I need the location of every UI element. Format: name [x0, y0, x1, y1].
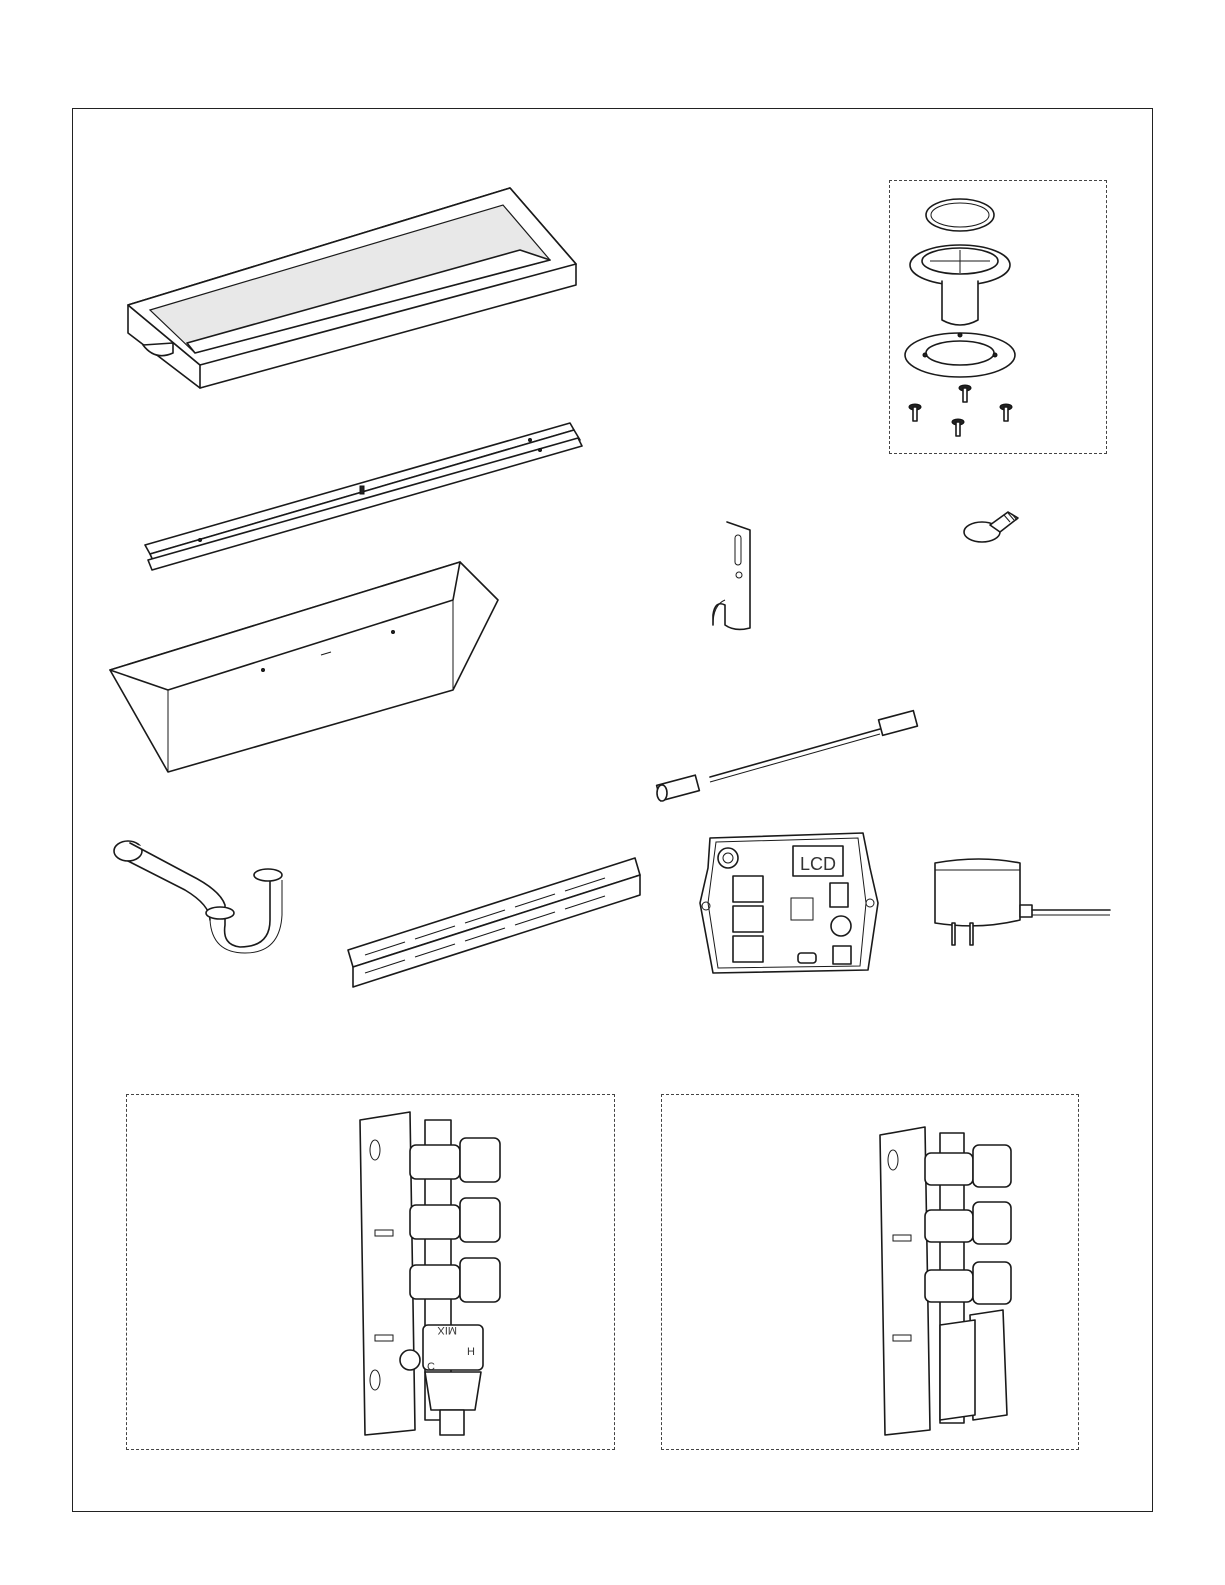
valve-assembly [875, 1125, 1035, 1440]
valve-assembly-with-mixer: MIX H C [355, 1110, 525, 1440]
cold-label: C [427, 1361, 435, 1373]
mix-label: MIX [437, 1324, 457, 1336]
j-hook-bracket [705, 520, 765, 635]
p-trap [110, 835, 290, 955]
trough-sink [125, 185, 585, 395]
hot-label: H [467, 1346, 475, 1358]
power-adapter [930, 855, 1115, 955]
front-apron [108, 560, 503, 775]
thumb-screw [960, 500, 1030, 550]
drain-kit [900, 195, 1100, 445]
sensor-cable [650, 705, 930, 805]
control-module: LCD [698, 828, 888, 978]
mounting-rail [140, 420, 590, 575]
lcd-label: LCD [800, 854, 836, 874]
perforated-angle-bar [345, 855, 645, 990]
